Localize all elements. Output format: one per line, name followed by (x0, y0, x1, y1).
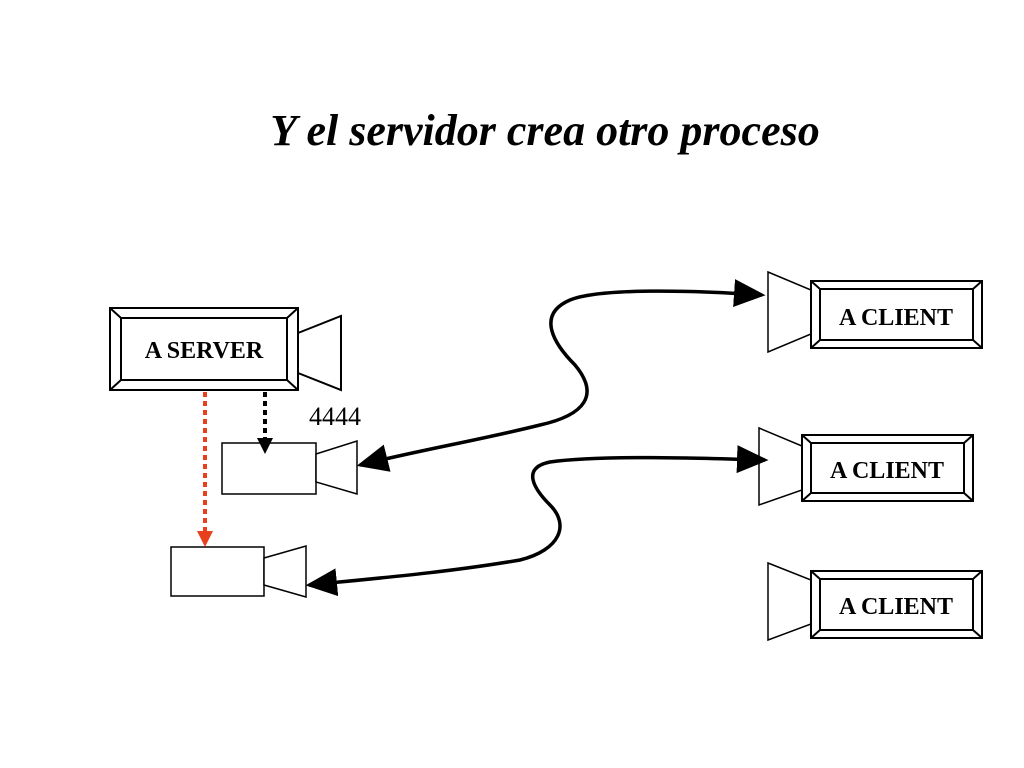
server-label: A SERVER (145, 338, 264, 364)
slide-title: Y el servidor crea otro proceso (270, 106, 820, 155)
process-node-1 (221, 439, 358, 496)
video-camera-icon (767, 270, 983, 354)
client-node-1: A CLIENT (767, 270, 983, 354)
video-camera-icon (109, 307, 342, 392)
video-camera-icon (221, 439, 358, 496)
server-node: A SERVER (109, 307, 342, 392)
client-label: A CLIENT (839, 594, 953, 620)
client-node-2: A CLIENT (758, 426, 974, 507)
video-camera-icon (170, 545, 307, 598)
client-label: A CLIENT (839, 305, 953, 331)
client-label: A CLIENT (830, 458, 944, 484)
video-camera-icon (758, 426, 974, 507)
process-node-2 (170, 545, 307, 598)
client-node-3: A CLIENT (767, 561, 983, 642)
port-label: 4444 (309, 402, 361, 431)
video-camera-icon (767, 561, 983, 642)
connection-process1-client1 (356, 279, 766, 472)
connection-process2-client2 (305, 445, 769, 597)
